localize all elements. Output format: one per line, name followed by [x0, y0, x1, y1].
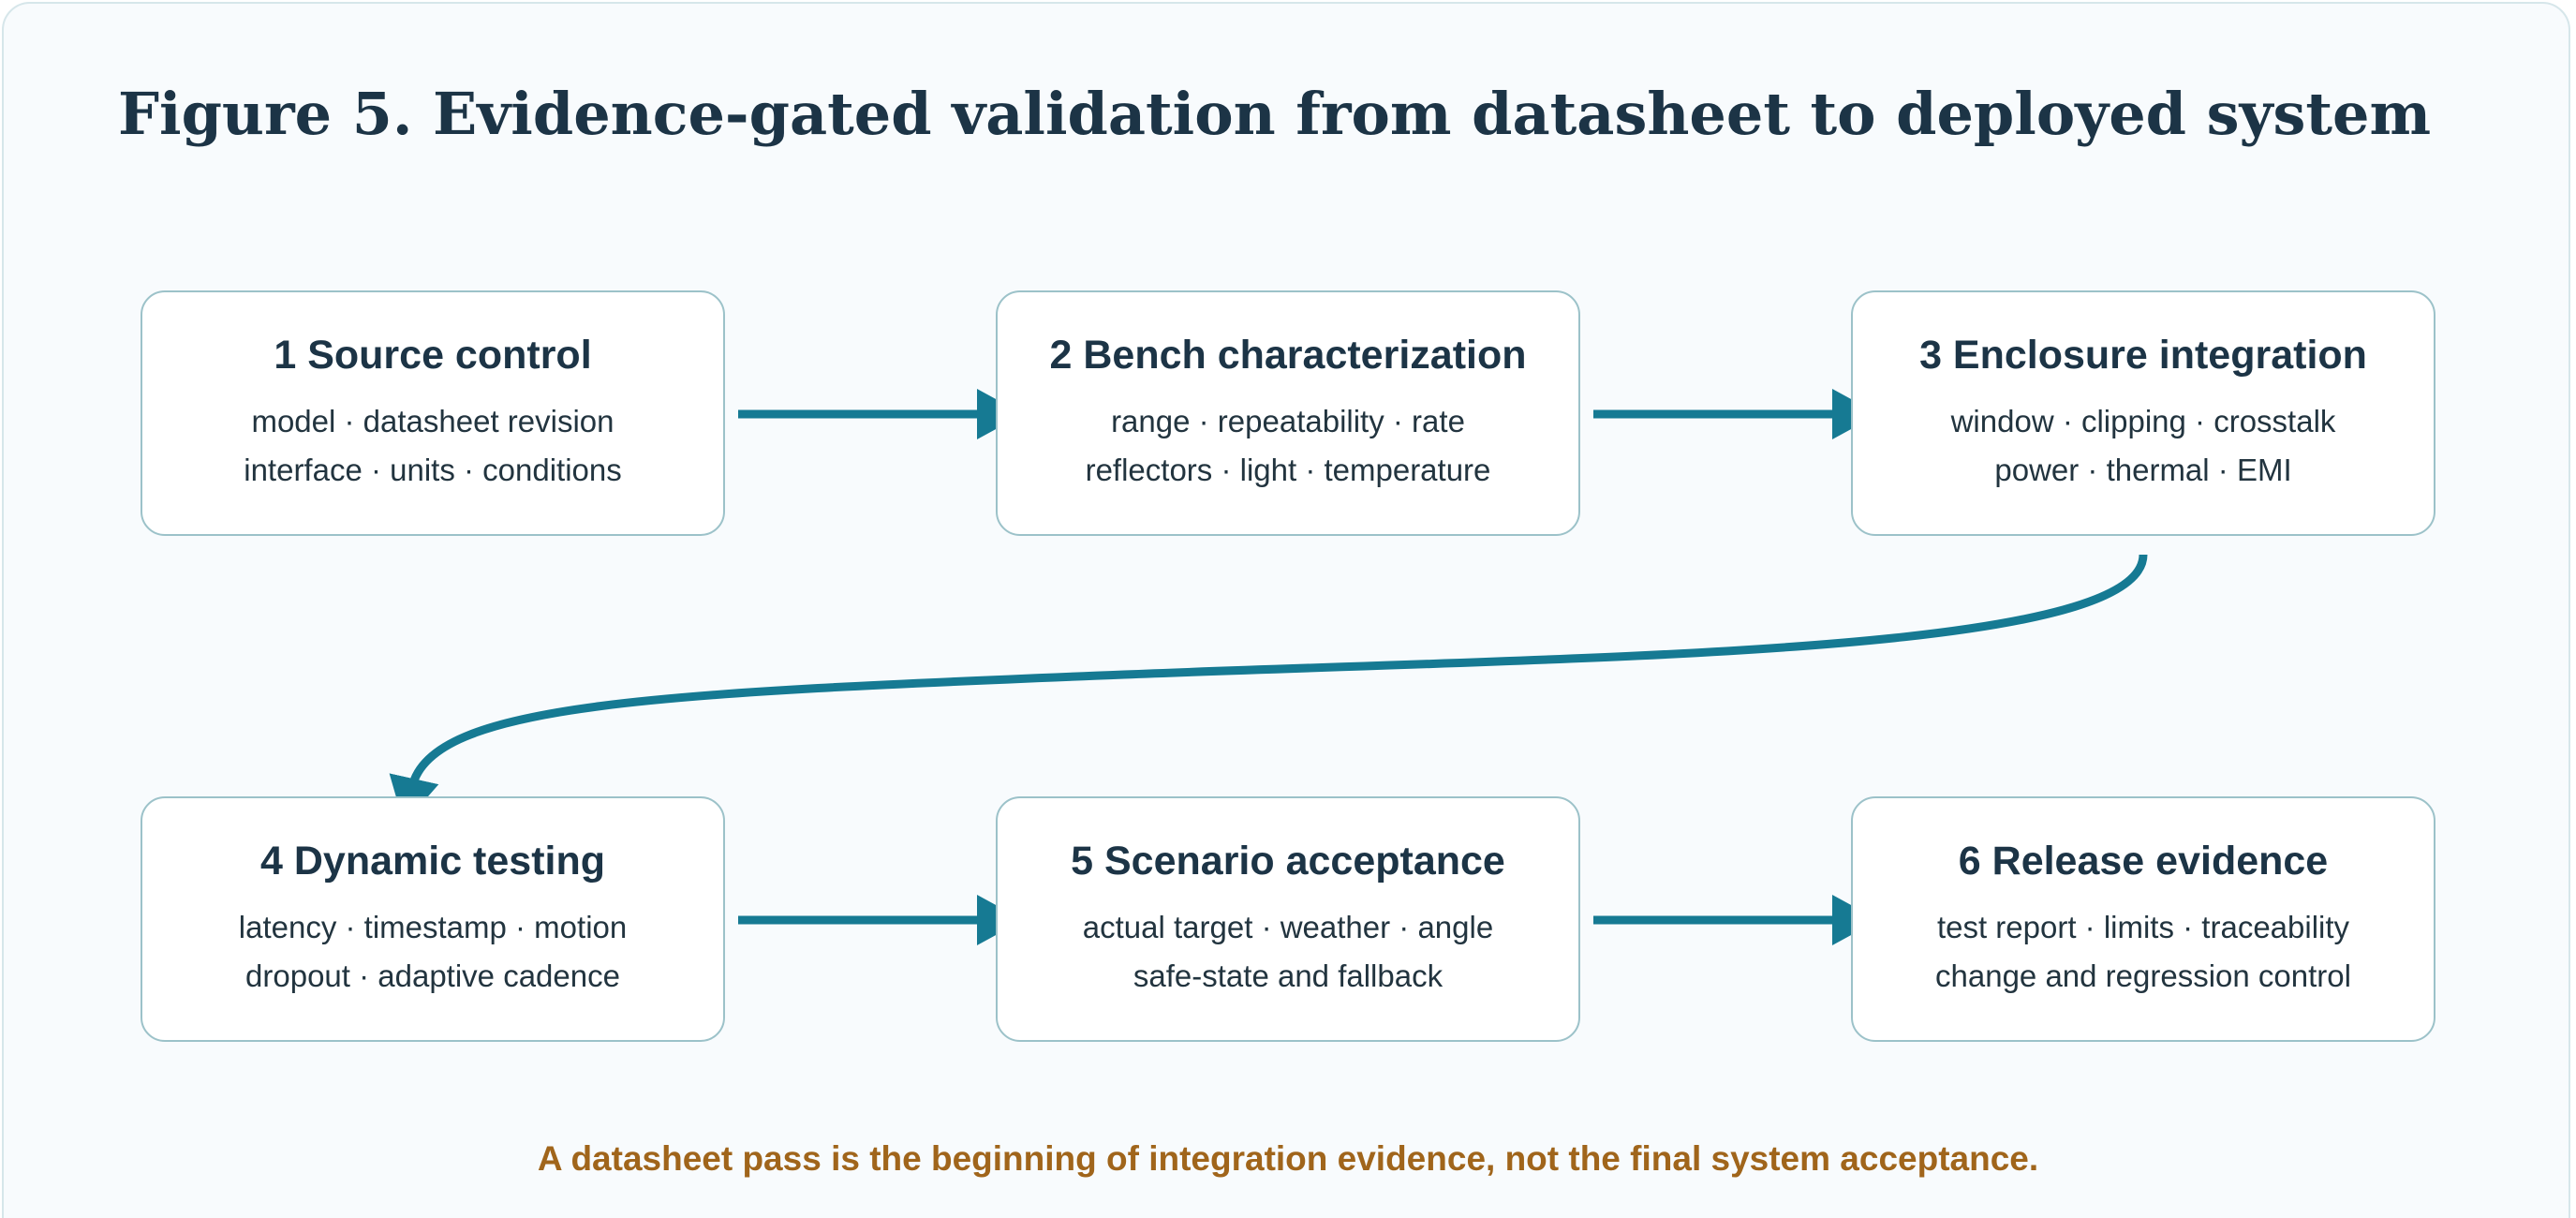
step-title: 6 Release evidence: [1958, 839, 2329, 884]
step-bench-characterization: 2 Bench characterization range · repeata…: [996, 290, 1580, 536]
step-detail-line: test report · limits · traceability: [1936, 910, 2350, 944]
step-detail-line: window · clipping · crosstalk: [1950, 404, 2336, 438]
step-detail-line: model · datasheet revision: [251, 404, 614, 438]
step-detail-line: dropout · adaptive cadence: [245, 958, 620, 993]
figure-title: Figure 5. Evidence-gated validation from…: [118, 80, 2432, 148]
step-title: 1 Source control: [274, 333, 592, 378]
step-detail-line: change and regression control: [1935, 958, 2351, 993]
step-scenario-acceptance: 5 Scenario acceptance actual target · we…: [996, 796, 1580, 1042]
step-title: 3 Enclosure integration: [1919, 333, 2367, 378]
figure-footnote: A datasheet pass is the beginning of int…: [537, 1139, 2039, 1178]
step-detail-line: power · thermal · EMI: [1994, 453, 2292, 487]
step-detail-line: interface · units · conditions: [244, 453, 622, 487]
step-detail-line: actual target · weather · angle: [1082, 910, 1494, 944]
step-source-control: 1 Source control model · datasheet revis…: [141, 290, 725, 536]
step-title: 4 Dynamic testing: [260, 839, 605, 884]
step-detail-line: reflectors · light · temperature: [1085, 453, 1491, 487]
step-release-evidence: 6 Release evidence test report · limits …: [1851, 796, 2435, 1042]
step-title: 5 Scenario acceptance: [1071, 839, 1505, 884]
step-title: 2 Bench characterization: [1049, 333, 1527, 378]
connector-3-to-4: [389, 554, 2148, 824]
step-detail-line: range · repeatability · rate: [1111, 404, 1465, 438]
step-detail-line: latency · timestamp · motion: [238, 910, 628, 944]
step-dynamic-testing: 4 Dynamic testing latency · timestamp · …: [141, 796, 725, 1042]
step-detail-line: safe-state and fallback: [1133, 958, 1443, 993]
step-enclosure-integration: 3 Enclosure integration window · clippin…: [1851, 290, 2435, 536]
